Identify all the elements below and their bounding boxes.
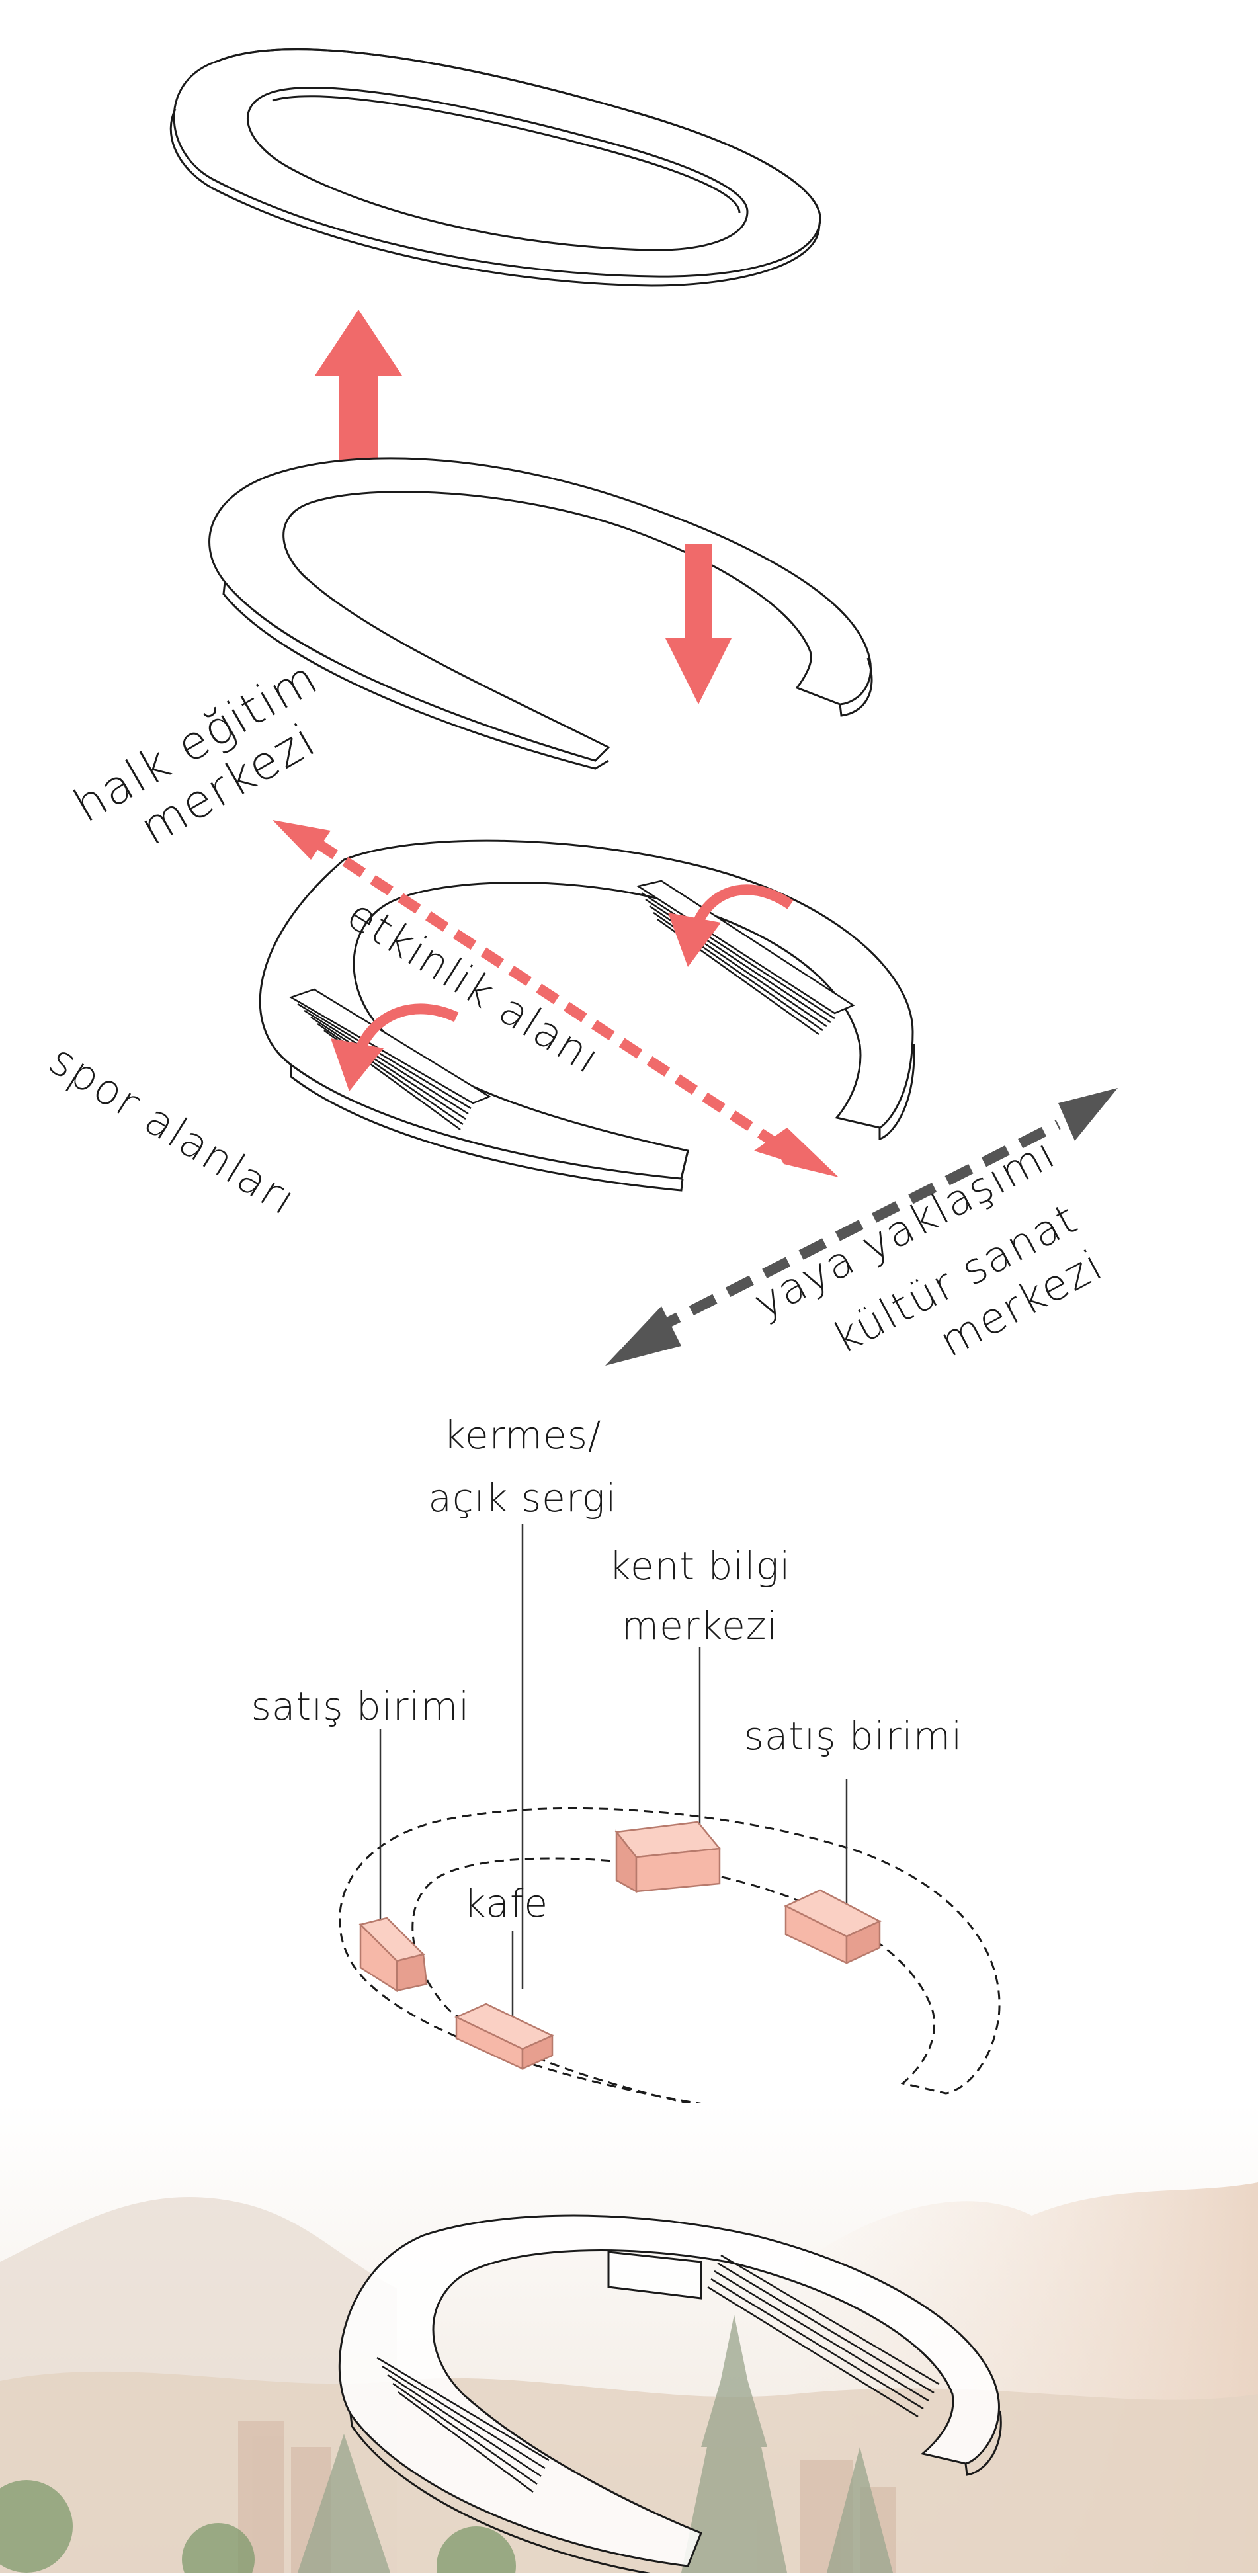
label-kafe: kafe: [464, 1881, 548, 1926]
label-kermes: kermes/ açık sergi: [428, 1413, 616, 1520]
ring-top-layer: [169, 48, 821, 287]
ring-activity-layer: [259, 839, 915, 1192]
label-kermes-line1: kermes/: [444, 1413, 602, 1458]
up-arrow-icon: [315, 310, 402, 473]
curved-arrow-right-head: [668, 913, 721, 967]
unit-kafe: [454, 2003, 554, 2070]
label-spor-alanlari: spor alanları: [41, 1036, 304, 1226]
unit-satis-right: [784, 1889, 882, 1964]
curved-arrow-left-icon: [355, 1003, 459, 1051]
unit-satis-left: [358, 1917, 428, 1993]
bleachers-final-left: [376, 2356, 550, 2493]
down-arrow-icon: [665, 544, 732, 704]
ring-open-layer: [208, 457, 873, 770]
label-kermes-line2: açık sergi: [428, 1475, 616, 1520]
curved-arrow-right-icon: [692, 884, 794, 925]
pedestrian-approach-arrow: [605, 1088, 1118, 1366]
leader-lines: [379, 1524, 848, 2024]
label-kent-bilgi-line2: merkezi: [622, 1603, 778, 1648]
curved-arrow-left-head: [331, 1038, 384, 1091]
ring-final-assembly: [338, 2214, 1002, 2576]
label-satis-left: satış birimi: [251, 1684, 470, 1729]
dashed-footprint: [339, 1807, 1001, 2143]
label-kent-bilgi-line1: kent bilgi: [608, 1544, 790, 1589]
bleachers-left: [289, 988, 491, 1131]
activity-axis-arrow: [273, 820, 839, 1177]
landscape-backdrop: [0, 2103, 1258, 2576]
unit-kent-bilgi: [614, 1821, 722, 1893]
bleachers-final-right: [707, 2254, 940, 2418]
label-kent-bilgi: kent bilgi merkezi: [608, 1544, 790, 1648]
label-satis-right: satış birimi: [744, 1714, 963, 1759]
